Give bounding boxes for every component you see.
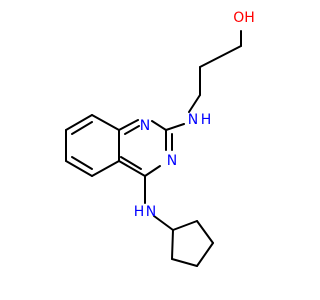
atom-nh-amino-h-label: H [201, 112, 212, 128]
bond-nh-cp1 [153, 215, 174, 231]
molecule-structure: OH N H N N H N [65, 10, 255, 267]
bond-c8a-c8 [91, 114, 120, 131]
bond-c4-c4a-a [118, 160, 146, 177]
bond-c1-c2 [199, 45, 242, 68]
bond-c8-c7-a [65, 114, 93, 131]
bonds [65, 30, 242, 267]
atom-n-ring-bottom-label: N [167, 153, 177, 169]
bond-cp3-cp4 [196, 242, 214, 267]
bond-cp2-cp3 [196, 220, 214, 244]
bond-cp1-cp2 [172, 220, 198, 231]
bond-c6-c5-b [71, 156, 93, 170]
bond-c8a-n1-a [118, 119, 139, 131]
atom-labels: OH N H N N H N [134, 10, 255, 220]
bond-n3-c4 [144, 165, 161, 177]
atom-hn-cyclopentyl-h-label: H [134, 204, 145, 220]
bond-c8-c7-b [71, 121, 93, 135]
bond-n-c2ring [165, 123, 185, 131]
bond-cp4-cp5 [171, 258, 198, 267]
bond-c2ring-n1 [151, 120, 167, 131]
atom-hn-cyclopentyl-n-label: N [146, 204, 156, 220]
bond-c4-c4a-b [120, 156, 142, 170]
atom-oh-label: OH [233, 10, 255, 26]
bond-c3-n [188, 94, 201, 113]
atom-n-ring-top-label: N [140, 118, 150, 134]
bond-c5-c4a [91, 160, 120, 177]
bond-c8a-n1-b [124, 125, 140, 135]
bond-cp5-cp1 [171, 229, 174, 260]
bond-c6-c5-a [65, 160, 93, 177]
atom-nh-amino-n-label: N [188, 112, 198, 128]
